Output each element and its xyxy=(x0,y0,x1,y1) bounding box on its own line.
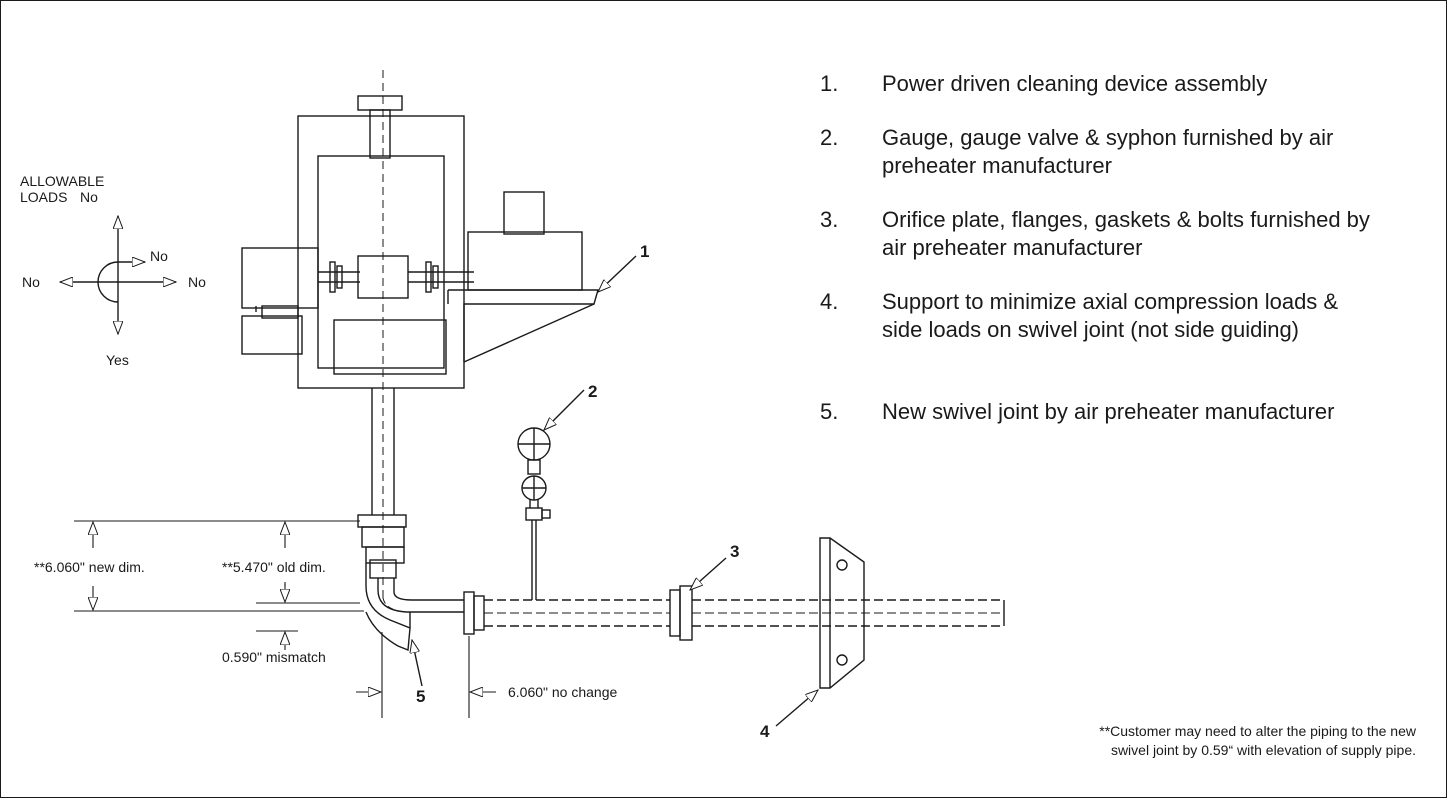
loads-heading-line2: LOADS xyxy=(20,189,67,205)
old-dim-label: **5.470" old dim. xyxy=(222,559,326,575)
legend-number: 5. xyxy=(820,399,839,424)
mismatch-label: 0.590" mismatch xyxy=(222,649,326,665)
callout-2: 2 xyxy=(588,382,597,401)
legend-text: Support to minimize axial compression lo… xyxy=(882,289,1339,342)
callout-5: 5 xyxy=(416,687,425,706)
legend-number: 1. xyxy=(820,71,839,96)
dimension-lines xyxy=(74,520,496,718)
callout-3: 3 xyxy=(730,542,739,561)
legend-text: Power driven cleaning device assembly xyxy=(882,71,1268,96)
gauge-assembly xyxy=(517,427,551,600)
legend-text: Orifice plate, flanges, gaskets & bolts … xyxy=(882,207,1370,260)
customer-note-line2: swivel joint by 0.59“ with elevation of … xyxy=(1110,742,1416,758)
legend-text: New swivel joint by air preheater manufa… xyxy=(882,399,1335,424)
callout-leaders xyxy=(412,255,818,727)
load-right-label: No xyxy=(188,274,206,290)
legend-number: 4. xyxy=(820,289,839,314)
load-up-label: No xyxy=(80,189,98,205)
legend-text: Gauge, gauge valve & syphon furnished by… xyxy=(882,125,1334,178)
legend-number: 3. xyxy=(820,207,839,232)
load-rotation-label: No xyxy=(150,248,168,264)
callout-4: 4 xyxy=(760,722,770,741)
load-down-label: Yes xyxy=(106,352,129,368)
customer-note-line1: **Customer may need to alter the piping … xyxy=(1099,723,1416,739)
new-dim-label: **6.060" new dim. xyxy=(34,559,145,575)
vertical-supply-pipe xyxy=(357,388,464,651)
support-bracket xyxy=(819,537,865,689)
horizontal-supply-pipe xyxy=(463,585,1005,641)
customer-note: **Customer may need to alter the piping … xyxy=(880,722,1416,760)
loads-heading-line1: ALLOWABLE xyxy=(20,173,104,189)
allowable-loads-symbol xyxy=(60,216,176,334)
no-change-label: 6.060" no change xyxy=(508,684,618,700)
load-left-label: No xyxy=(22,274,40,290)
legend-number: 2. xyxy=(820,125,839,150)
callout-1: 1 xyxy=(640,242,649,261)
cleaning-device-assembly xyxy=(241,95,599,389)
